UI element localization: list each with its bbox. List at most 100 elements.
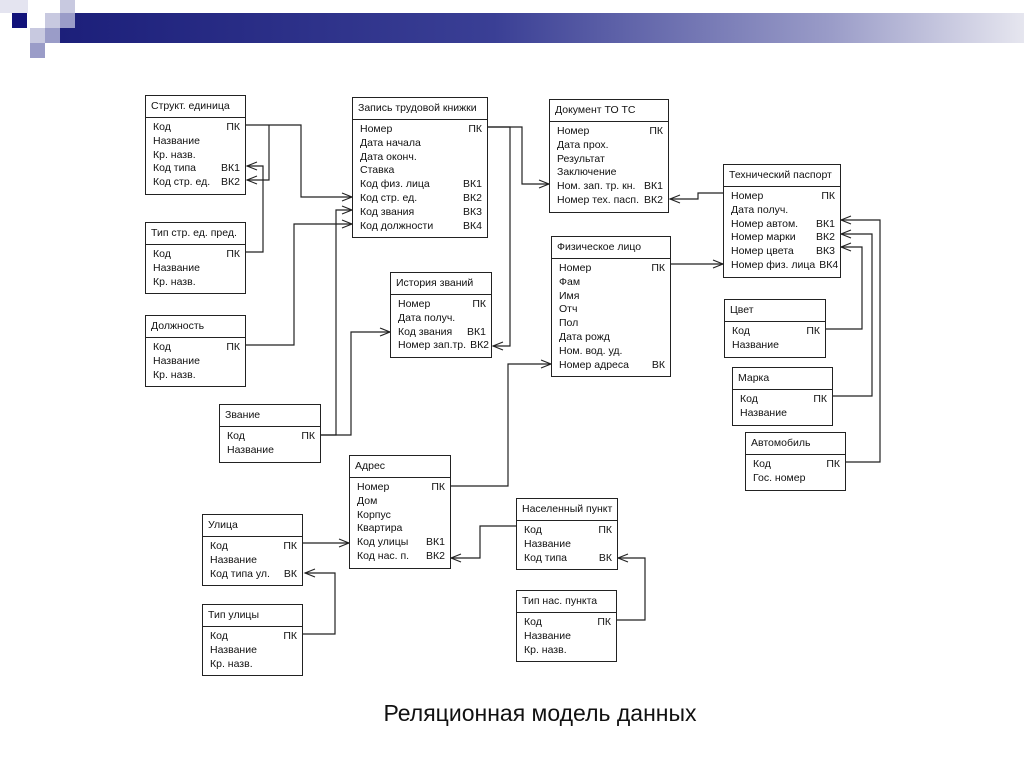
field-row: Кр. назв.	[517, 644, 616, 658]
field-key: ВК1	[221, 162, 240, 175]
entity-title: Звание	[220, 405, 320, 427]
field-row: Код ПК	[746, 458, 845, 472]
field-row: Отч	[552, 303, 670, 317]
field-key: ВК1	[426, 536, 445, 549]
field-row: Корпус	[350, 509, 450, 523]
field-name: Название	[153, 134, 200, 147]
field-row: Дом	[350, 495, 450, 509]
relationship-line	[670, 192, 723, 200]
field-key	[478, 151, 482, 165]
field-name: Название	[153, 354, 200, 367]
field-key	[478, 137, 482, 151]
entity-title: Запись трудовой книжки	[353, 98, 487, 120]
field-row: Кр. назв.	[203, 658, 302, 672]
field-name: Код стр. ед.	[153, 176, 211, 189]
field-row: Код нас. п.ВК2	[350, 550, 450, 564]
field-key	[659, 139, 663, 153]
arrowhead-icon	[449, 553, 462, 563]
field-name: Номер марки	[731, 231, 796, 244]
field-key: ПК	[649, 125, 663, 137]
field-name: Кр. назв.	[153, 148, 196, 161]
field-key: ПК	[651, 262, 665, 274]
field-key	[236, 262, 240, 276]
field-name: Название	[210, 643, 257, 656]
entity-title: Улица	[203, 515, 302, 537]
field-key: ПК	[431, 481, 445, 493]
field-key: ВК1	[644, 180, 663, 193]
field-row: Пол	[552, 317, 670, 331]
field-row: Название	[203, 554, 302, 568]
field-name: Номер	[731, 190, 764, 202]
arrowhead-icon	[303, 568, 316, 578]
field-name: Код	[153, 121, 171, 133]
field-key	[441, 495, 445, 509]
field-name: Корпус	[357, 508, 391, 521]
arrowhead-icon	[668, 194, 681, 204]
field-row: Кр. назв.	[146, 276, 245, 290]
field-row: Дата прох.	[550, 139, 668, 153]
field-key: ВК	[651, 358, 665, 371]
relationship-line	[841, 219, 881, 463]
field-key: ВК2	[470, 339, 490, 352]
field-row: Код стр. ед.ВК2	[353, 192, 487, 206]
field-name: Код звания	[360, 205, 415, 218]
field-row: Номер автом.ВК1	[724, 218, 840, 232]
decor-square	[45, 13, 60, 28]
field-name: Название	[732, 338, 779, 351]
field-key	[661, 317, 665, 331]
field-key	[608, 538, 612, 552]
field-row: Гос. номер	[746, 472, 845, 486]
field-row: Результат	[550, 153, 668, 167]
field-row: Название	[517, 630, 616, 644]
field-name: Название	[210, 553, 257, 566]
entity-title: Адрес	[350, 456, 450, 478]
field-key	[236, 369, 240, 383]
field-name: Код	[153, 248, 171, 260]
field-name: Номер зап.тр.	[398, 339, 467, 352]
field-key	[607, 630, 611, 644]
field-name: Дом	[357, 494, 378, 507]
field-key	[236, 135, 240, 149]
decor-square	[60, 0, 75, 15]
field-name: Код	[753, 458, 771, 470]
relationship-line	[321, 331, 390, 436]
relationship-line	[826, 246, 863, 330]
field-name: Ном. вод. уд.	[559, 344, 623, 357]
field-name: Кр. назв.	[153, 368, 196, 381]
field-row: Кр. назв.	[146, 369, 245, 383]
field-key: ПК	[283, 630, 297, 642]
field-name: Номер	[360, 123, 393, 135]
field-name: Код улицы	[357, 536, 409, 549]
field-name: Номер	[398, 298, 431, 310]
field-name: Код стр. ед.	[360, 191, 418, 204]
field-name: Гос. номер	[753, 471, 806, 484]
relationship-line	[246, 165, 264, 253]
field-name: Квартира	[357, 522, 403, 535]
field-key: ПК	[826, 458, 840, 470]
field-row: Имя	[552, 290, 670, 304]
field-name: Код нас. п.	[357, 549, 410, 562]
field-name: Дата получ.	[731, 203, 789, 216]
field-name: Дата рожд	[559, 330, 610, 343]
relationship-line	[246, 124, 352, 198]
field-key	[236, 149, 240, 163]
field-name: Заключение	[557, 166, 617, 179]
field-row: Заключение	[550, 166, 668, 180]
